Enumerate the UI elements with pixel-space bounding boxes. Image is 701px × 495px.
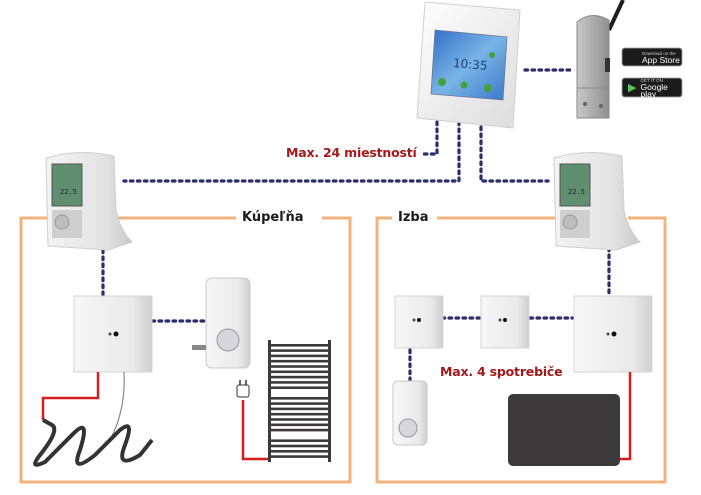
radiator-rung [271,365,328,368]
lcd-display [51,163,83,207]
radiator-rung [271,407,328,411]
nav-button [562,214,578,230]
radiator-rung [271,450,328,453]
room-border-izba [375,216,667,484]
radiator-rung [271,375,328,379]
radiator-rung [271,397,328,400]
radiator-rung [271,349,328,352]
nav-button [54,214,70,230]
room-label-kupelna: Kúpeľňa [236,210,310,226]
receiver-izba-1 [394,295,444,349]
svg-text:22.5: 22.5 [60,188,77,196]
plug-icon [236,380,250,398]
plug-receiver-izba [392,380,428,446]
radiator-rung [271,439,328,442]
annotation-max-rooms: Max. 24 miestností [286,145,417,160]
radiator-rung [271,381,328,384]
radiator-rung [271,370,328,374]
plug-receiver-kupelna [192,277,251,369]
towel-radiator [268,340,331,462]
screen-time: 10:35 [452,56,488,73]
antenna [607,0,625,31]
wire-floor-heating [41,372,100,420]
touchscreen-central-unit: 10:35 [416,1,521,129]
svg-text:22.5: 22.5 [568,188,585,196]
floor-heating-cable [33,418,154,467]
radiator-rung [271,386,328,389]
internet-gateway [576,0,625,119]
radiator-rung [271,359,328,363]
lcd-display [559,163,591,207]
radiator-rung [271,344,328,347]
wire-heating-panel [620,372,632,461]
radiator-rung [271,444,328,448]
room-label-izba: Izba [392,210,435,226]
receiver-izba-2 [480,295,530,349]
link-central-izba [479,118,550,183]
touch-screen [430,29,508,101]
google-play-icon: ▶ [628,82,637,94]
receiver-izba-3 [573,295,653,373]
radiator-rung [271,402,328,405]
radiator-rung [271,455,328,458]
link-central-kupelna [122,113,461,183]
radiator-rung [271,354,328,358]
radiator-rung [271,423,328,427]
wire-towel-radiator [241,400,268,461]
heating-panel [508,394,620,466]
radiator-rung [271,428,328,432]
room-thermostat-izba: 22.5 [553,151,641,251]
annotation-max-appliances: Max. 4 spotrebiče [440,364,563,379]
radiator-rung [271,418,328,421]
room-border-kupelna [19,216,352,484]
radiator-rung [271,412,328,416]
radiator-rungs [271,344,328,458]
receiver-kupelna [73,295,153,373]
sensor-cable [109,371,125,441]
room-thermostat-kupelna: 22.5 [45,151,133,251]
link-central-annotation [418,106,439,156]
